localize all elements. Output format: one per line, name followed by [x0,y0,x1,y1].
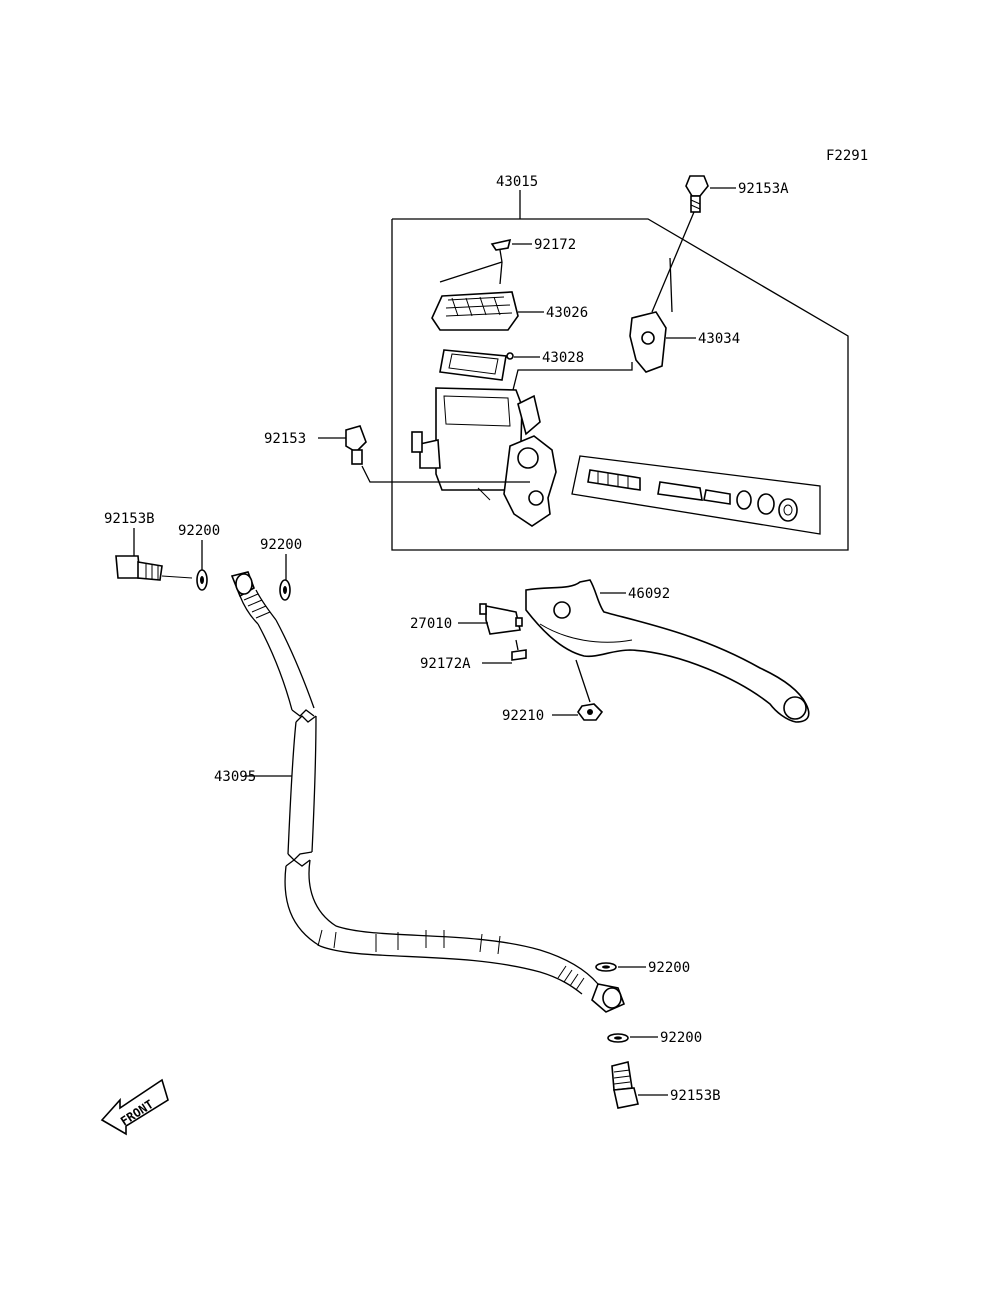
lever-46092: 46092 [525,579,810,723]
bolt-92153A: 92153A [651,175,789,313]
label-92153: 92153 [264,431,306,447]
piston-kit [571,455,821,535]
label-92153B-bottom: 92153B [670,1088,721,1104]
label-43015: 43015 [496,174,538,190]
nut-92210: 92210 [502,659,604,724]
label-92200-c: 92200 [648,960,690,976]
label-92153A: 92153A [738,181,789,197]
screw-92172: 92172 [439,237,576,285]
switch-27010: 27010 [410,603,523,635]
bolt-92153: 92153 [264,425,530,483]
label-92200-a: 92200 [178,523,220,539]
label-46092: 46092 [628,586,670,602]
bolt-92153B-bottom: 92153B [611,1061,721,1109]
label-92200-d: 92200 [660,1030,702,1046]
label-92210: 92210 [502,708,544,724]
figure-code: F2291 [826,148,868,164]
label-92153B-top: 92153B [104,511,155,527]
washer-92200-d: 92200 [607,1030,702,1046]
screw-92172A: 92172A [420,639,527,672]
label-43026: 43026 [546,305,588,321]
diaphragm-43028: 43028 [439,349,584,381]
master-cylinder-body [411,387,557,527]
label-43034: 43034 [698,331,740,347]
label-27010: 27010 [410,616,452,632]
front-arrow: FRONT [100,1078,169,1136]
washer-92200-b: 92200 [260,537,302,601]
washer-92200-c: 92200 [595,960,690,976]
assembly-box-43015: 43015 [391,174,849,551]
holder-43034: 43034 [511,311,740,395]
bolt-92153B-top: 92153B [104,511,193,581]
label-92172A: 92172A [420,656,471,672]
label-43028: 43028 [542,350,584,366]
washer-92200-a: 92200 [178,523,220,591]
label-92172: 92172 [534,237,576,253]
cap-43026: 43026 [431,291,588,331]
label-92200-b: 92200 [260,537,302,553]
hose-43095: 43095 [214,571,626,1013]
label-43095: 43095 [214,769,256,785]
